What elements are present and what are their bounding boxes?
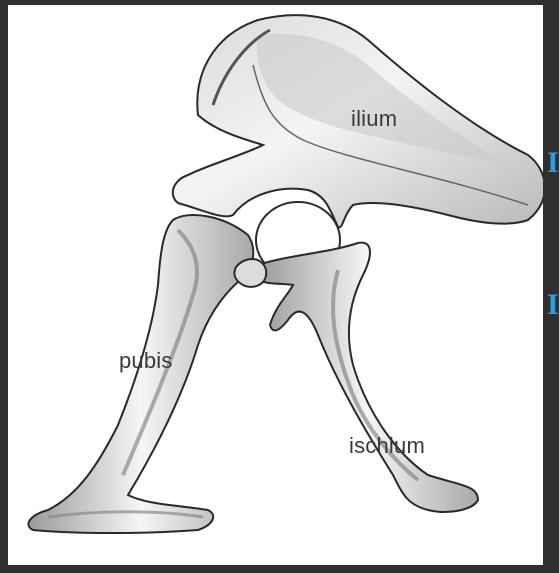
pubis-bone (28, 215, 253, 533)
ischium-label: ischium (349, 433, 425, 459)
diagram-canvas: ilium pubis ischium (8, 5, 543, 565)
pubis-label: pubis (119, 348, 173, 374)
edge-mark-bottom: I (547, 290, 559, 320)
pubis-ischium-joint (234, 259, 266, 287)
edge-mark-top: I (547, 148, 559, 178)
ischium-bone (258, 243, 478, 512)
ilium-label: ilium (351, 106, 397, 132)
pelvis-illustration (8, 5, 543, 565)
